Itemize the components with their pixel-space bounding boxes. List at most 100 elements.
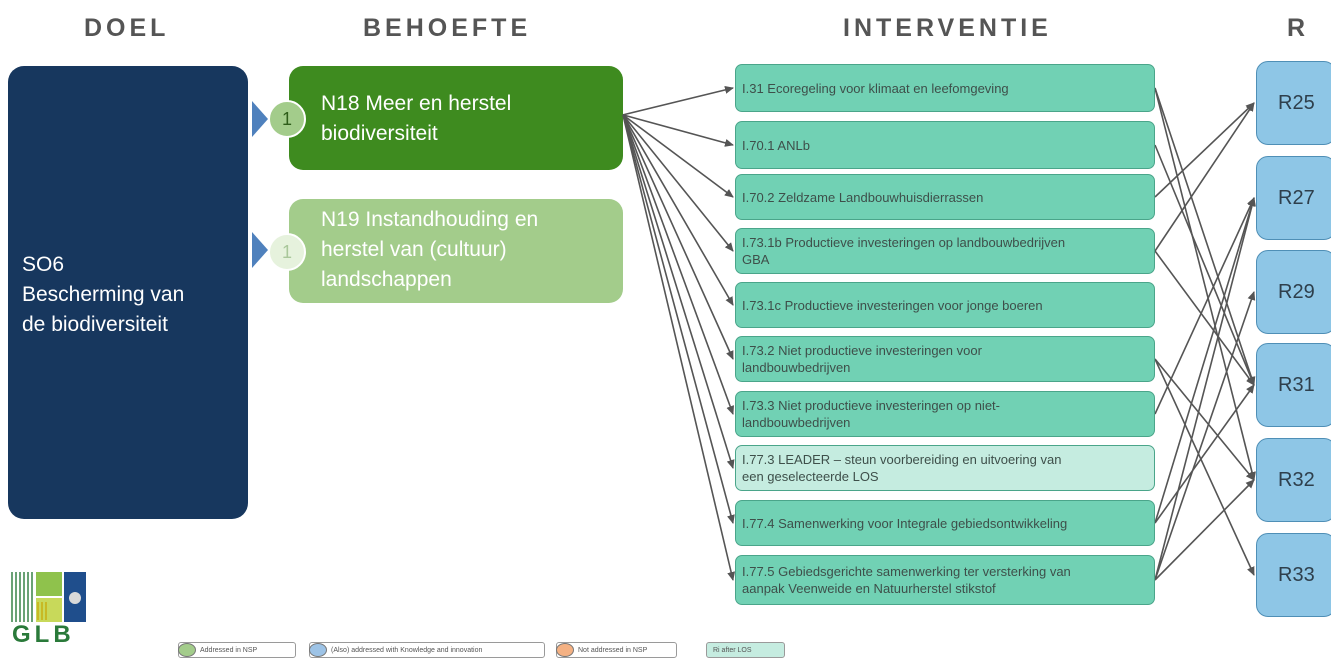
need-to-intervention-arrow (622, 114, 736, 581)
intervention-box-i70-1: I.70.1 ANLb (735, 121, 1155, 169)
intervention-box-i77-4: I.77.4 Samenwerking voor Integrale gebie… (735, 500, 1155, 546)
goal-text: SO6 Bescherming van de biodiversiteit (22, 250, 184, 340)
intervention-line1: I.77.3 LEADER – steun voorbereiding en u… (742, 452, 1062, 467)
result-box-r31: R31 (1256, 343, 1331, 427)
need-to-intervention-arrow (622, 114, 734, 360)
intervention-to-result-arrow (1154, 358, 1255, 576)
glb-logo-mark (11, 572, 86, 622)
intervention-text: I.73.1b Productieve investeringen op lan… (742, 234, 1065, 268)
intervention-box-i73-1c: I.73.1c Productieve investeringen voor j… (735, 282, 1155, 328)
intervention-text: I.70.1 ANLb (742, 137, 810, 154)
intervention-box-i31: I.31 Ecoregeling voor klimaat en leefomg… (735, 64, 1155, 112)
need-line2: biodiversiteit (321, 122, 438, 145)
need-to-intervention-arrow (622, 114, 734, 306)
legend-label: (Also) addressed with Knowledge and inno… (331, 646, 483, 654)
intervention-text: I.70.2 Zeldzame Landbouwhuisdierrassen (742, 189, 983, 206)
intervention-line1: I.73.1b Productieve investeringen op lan… (742, 235, 1066, 250)
legend-label: Not addressed in NSP (578, 646, 648, 654)
intervention-to-result-arrow (1154, 197, 1255, 415)
intervention-text: I.73.2 Niet productieve investeringen vo… (742, 342, 982, 376)
legend-ri-after-los: Ri after LOS (706, 642, 785, 658)
intervention-box-i77-5: I.77.5 Gebiedsgerichte samenwerking ter … (735, 555, 1155, 605)
intervention-to-result-arrow (1154, 197, 1256, 524)
legend-addressed: Addressed in NSP (178, 642, 296, 658)
intervention-to-result-arrow (1154, 479, 1255, 581)
need-text: N19 Instandhouding en herstel van (cultu… (321, 205, 561, 295)
result-box-r25: R25 (1256, 61, 1331, 145)
need-to-intervention-arrow (622, 114, 734, 147)
glb-logo: GLB (10, 570, 90, 650)
legend-label: Addressed in NSP (200, 646, 258, 654)
need-line3: landschappen (321, 268, 452, 291)
intervention-line1: I.77.5 Gebiedsgerichte samenwerking ter … (742, 564, 1071, 579)
goal-line2: Bescherming van (22, 283, 185, 306)
need-to-intervention-arrow (622, 86, 734, 116)
header-result: R (1287, 14, 1310, 42)
intervention-to-result-arrow (1154, 384, 1255, 524)
intervention-to-result-arrow (1154, 87, 1256, 386)
legend-swatch (556, 643, 574, 657)
need-line1: N19 Instandhouding en (321, 208, 539, 231)
intervention-box-i73-1b: I.73.1b Productieve investeringen op lan… (735, 228, 1155, 274)
goal-line1: SO6 (22, 253, 65, 276)
intervention-line2: landbouwbedrijven (742, 415, 851, 430)
result-box-r32: R32 (1256, 438, 1331, 522)
legend-swatch (178, 643, 196, 657)
intervention-box-i70-2: I.70.2 Zeldzame Landbouwhuisdierrassen (735, 174, 1155, 220)
need-pointer-2 (252, 232, 268, 268)
intervention-line1: I.73.3 Niet productieve investeringen op… (742, 398, 1000, 413)
header-intervention: INTERVENTIE (843, 14, 1052, 42)
intervention-to-result-arrow (1154, 291, 1256, 581)
glb-logo-text: GLB (12, 621, 75, 648)
intervention-box-i73-2: I.73.2 Niet productieve investeringen vo… (735, 336, 1155, 382)
intervention-box-i77-3: I.77.3 LEADER – steun voorbereiding en u… (735, 445, 1155, 491)
result-box-r33: R33 (1256, 533, 1331, 617)
intervention-to-result-arrow (1154, 87, 1256, 481)
intervention-to-result-arrow (1154, 144, 1255, 386)
need-text: N18 Meer en herstel biodiversiteit (321, 89, 561, 149)
intervention-line1: I.73.2 Niet productieve investeringen vo… (742, 343, 982, 358)
intervention-line1: I.77.4 Samenwerking voor Integrale gebie… (742, 515, 1068, 531)
intervention-line2: aanpak Veenweide en Natuurherstel stikst… (742, 581, 996, 596)
legend-knowledge: (Also) addressed with Knowledge and inno… (309, 642, 545, 658)
intervention-text: I.77.3 LEADER – steun voorbereiding en u… (742, 451, 1061, 485)
result-box-r27: R27 (1256, 156, 1331, 240)
need-number-badge: 1 (268, 233, 306, 271)
legend-not-addressed: Not addressed in NSP (556, 642, 677, 658)
intervention-text: I.73.3 Niet productieve investeringen op… (742, 397, 1000, 431)
legend-swatch (309, 643, 327, 657)
need-line2: herstel van (cultuur) (321, 238, 507, 261)
intervention-text: I.77.4 Samenwerking voor Integrale gebie… (742, 515, 1067, 532)
intervention-text: I.77.5 Gebiedsgerichte samenwerking ter … (742, 563, 1071, 597)
header-need: BEHOEFTE (363, 14, 532, 42)
goal-box: SO6 Bescherming van de biodiversiteit (8, 66, 248, 519)
intervention-line1: I.73.1c Productieve investeringen voor j… (742, 297, 1043, 313)
intervention-line2: landbouwbedrijven (742, 360, 851, 375)
intervention-line1: I.70.2 Zeldzame Landbouwhuisdierrassen (742, 189, 984, 205)
need-line1: N18 Meer en herstel (321, 92, 512, 115)
intervention-box-i73-3: I.73.3 Niet productieve investeringen op… (735, 391, 1155, 437)
need-pointer-1 (252, 101, 268, 137)
intervention-line1: I.70.1 ANLb (742, 137, 810, 153)
intervention-to-result-arrow (1154, 102, 1255, 252)
need-to-intervention-arrow (622, 114, 735, 524)
need-to-intervention-arrow (622, 114, 734, 415)
intervention-to-result-arrow (1154, 102, 1255, 198)
goal-line3: de biodiversiteit (22, 313, 168, 336)
intervention-text: I.31 Ecoregeling voor klimaat en leefomg… (742, 80, 1009, 97)
header-goal: DOEL (84, 14, 170, 42)
result-box-r29: R29 (1256, 250, 1331, 334)
intervention-line2: GBA (742, 252, 770, 267)
intervention-line2: een geselecteerde LOS (742, 469, 879, 484)
intervention-text: I.73.1c Productieve investeringen voor j… (742, 297, 1043, 314)
intervention-to-result-arrow (1154, 250, 1255, 386)
need-to-intervention-arrow (622, 114, 734, 198)
need-number-badge: 1 (268, 100, 306, 138)
need-box-n19: N19 Instandhouding en herstel van (cultu… (289, 199, 623, 303)
intervention-line1: I.31 Ecoregeling voor klimaat en leefomg… (742, 80, 1009, 96)
need-to-intervention-arrow (622, 114, 734, 252)
need-box-n18: N18 Meer en herstel biodiversiteit (289, 66, 623, 170)
need-to-intervention-arrow (622, 114, 735, 469)
legend-label: Ri after LOS (713, 646, 752, 654)
